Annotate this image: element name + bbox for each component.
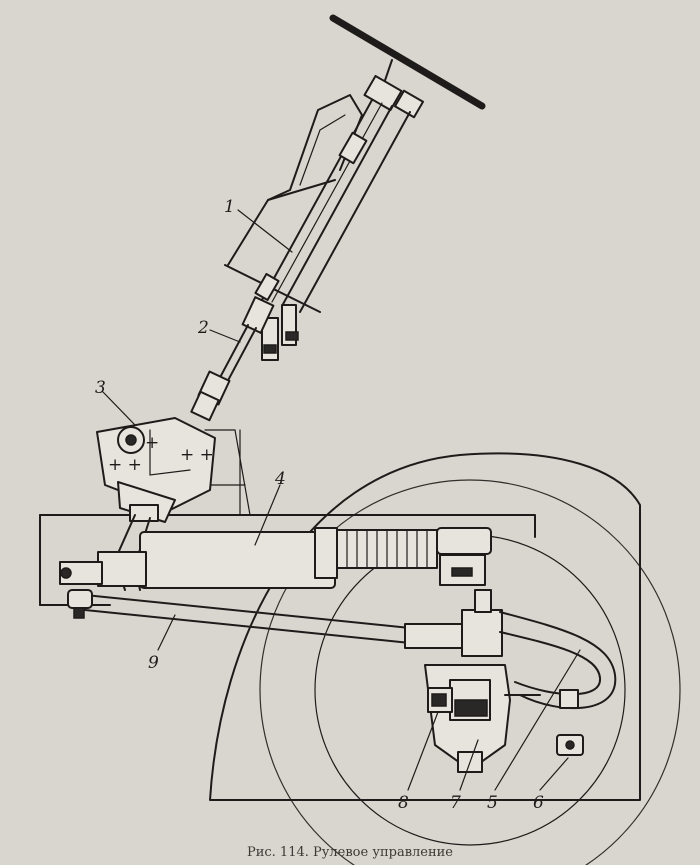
svg-text:+ +: + + <box>108 455 142 475</box>
label-2: 2 <box>197 318 209 338</box>
label-3: 3 <box>95 378 106 398</box>
label-4: 4 <box>274 469 286 489</box>
svg-text:+ +: + + <box>180 445 214 465</box>
label-9: 9 <box>148 653 159 673</box>
clamp-bolt <box>556 689 584 756</box>
label-5: 5 <box>487 793 498 813</box>
bellows <box>336 529 438 569</box>
steering-arm <box>499 611 617 710</box>
tie-rod <box>67 589 503 657</box>
label-6: 6 <box>533 793 544 813</box>
steering-wheel <box>329 14 486 119</box>
steering-gearbox: + + + + + <box>96 417 216 523</box>
svg-text:+: + <box>145 433 159 453</box>
steering-knuckle <box>424 664 541 773</box>
label-1: 1 <box>224 197 235 217</box>
steering-column <box>224 94 411 361</box>
power-cylinder <box>59 527 492 589</box>
part-labels: 1 2 3 4 5 6 7 8 9 <box>95 197 544 813</box>
label-7: 7 <box>450 793 461 813</box>
label-8: 8 <box>398 793 409 813</box>
cardan-shaft <box>190 296 275 422</box>
leader-lines <box>102 209 581 791</box>
figure-caption: Рис. 114. Рулевое управление <box>246 845 454 860</box>
